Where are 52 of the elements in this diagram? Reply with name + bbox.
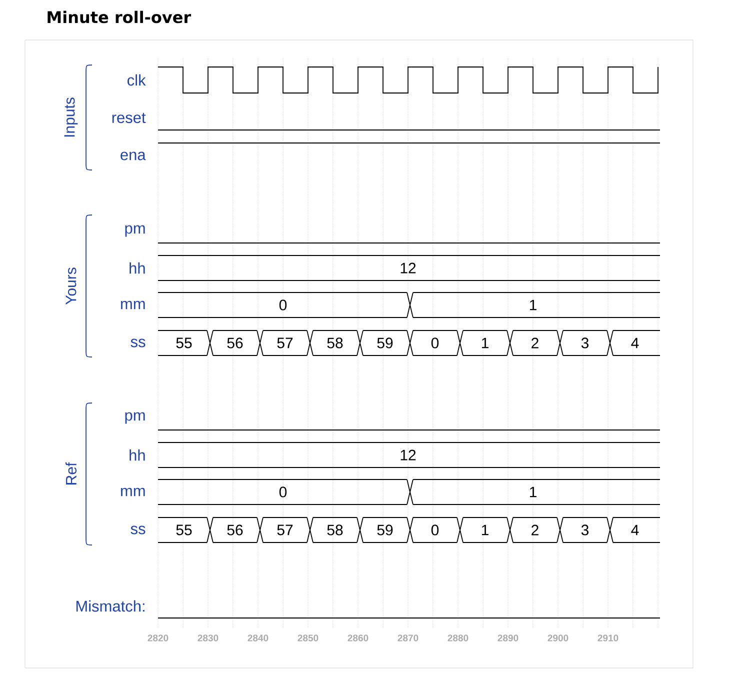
bus-value: 12 [400,450,416,460]
tick-label: 2850 [298,634,318,642]
bus-value: 56 [227,524,243,536]
tick-label: 2910 [598,634,618,642]
tick-label: 2840 [248,634,268,642]
signal-name: ss [130,338,146,348]
bus-value: 2 [532,524,538,536]
signal-name: mm [121,300,145,310]
signal-name: Mismatch: [76,600,144,612]
bus-value: 1 [530,300,536,310]
bus-value: 59 [377,524,393,536]
tick-label: 2880 [448,634,468,642]
bus-value: 3 [581,338,589,348]
tick-label: 2830 [198,634,218,642]
bus-value: 56 [227,338,243,348]
group-label: Inputs [64,98,78,137]
title: Minute roll-over [48,10,192,24]
bus-value: 4 [631,524,639,536]
bus-value: 0 [431,338,439,348]
signal-name: ena [120,152,146,160]
signal-name: pm [125,412,145,424]
signal-name: pm [125,225,145,237]
bus-value: 1 [530,486,536,498]
tick-label: 2820 [148,634,168,642]
bus-value: 55 [176,524,192,536]
tick-label: 2870 [398,634,418,642]
tick-label: 2860 [348,634,368,642]
signal-name: reset [112,112,146,124]
signal-name: clk [128,74,146,86]
group-label: Ref [66,462,76,484]
bus-value: 2 [532,338,538,348]
bus-value: 58 [327,338,343,348]
bus-value: 57 [277,524,293,536]
bus-value: 0 [279,300,287,310]
bus-value: 57 [277,338,293,348]
signal-name: ss [130,526,146,534]
bus-value: 58 [327,524,343,536]
bus-value: 1 [482,338,488,348]
tick-label: 2890 [498,634,518,642]
bus-value: 0 [279,486,287,498]
tick-label: 2900 [548,634,568,642]
bus-value: 1 [482,524,488,536]
bus-value: 55 [176,338,192,348]
bus-value: 3 [581,524,589,536]
bus-value: 0 [431,524,439,536]
signal-name: hh [130,449,145,461]
signal-name: mm [121,488,145,496]
signal-name: hh [130,262,145,274]
bus-value: 4 [631,338,639,348]
group-label: Yours [66,268,76,305]
bus-value: 12 [400,262,416,274]
bus-value: 59 [377,338,393,348]
